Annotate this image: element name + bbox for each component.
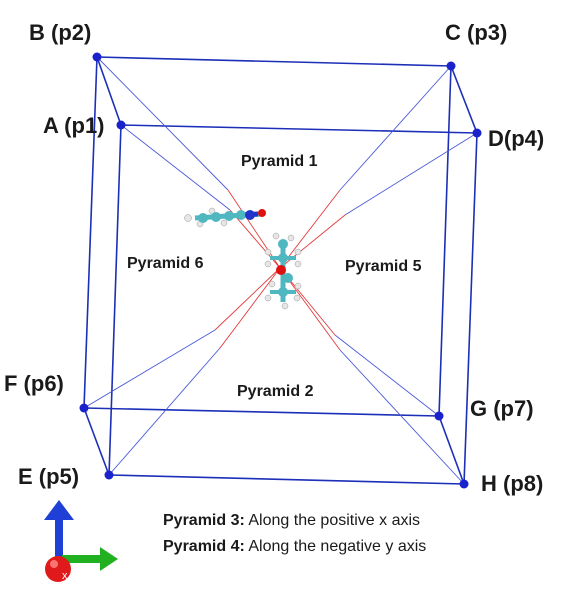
edge-b-f [83,56,98,409]
pyramid-1-label: Pyramid 1 [241,153,318,170]
atom-h [281,302,289,310]
vertex-label-f: F (p6) [4,371,64,396]
vertex-label-a: A (p1) [43,113,105,138]
molecule-chain [184,207,266,228]
pyramid-3-note-text: Along the positive x axis [244,512,421,529]
vertex-label-c: C (p3) [445,20,507,45]
diag-e-center [108,347,221,476]
diag-red-d [279,214,346,269]
atom-c [224,211,234,221]
vertex-g-dot [434,411,444,421]
edge-a-d [120,124,478,134]
atom-c [278,239,288,249]
vertex-dots [79,52,482,489]
atom-o [276,265,286,275]
pyramid-5-label: Pyramid 5 [345,258,422,275]
edge-f-g [83,407,440,417]
atom-c [278,253,288,263]
pyramid-4-note-title: Pyramid 4: [163,538,245,555]
atom-h [287,234,295,242]
diag-red-b [227,189,281,269]
edge-a-e [108,124,122,476]
atom-h [294,282,302,290]
atom-h [268,280,276,288]
atom-c [236,210,246,220]
atom-c [211,212,221,222]
vertex-label-e: E (p5) [18,464,79,489]
axes-triad: x [44,500,118,582]
pyramid-6-label: Pyramid 6 [127,255,204,272]
vertex-b-dot [92,52,102,62]
pyramid-4-note-text: Along the negative y axis [244,538,427,555]
vertex-h-dot [459,479,469,489]
vertex-d-dot [472,128,482,138]
edge-b-c [96,56,452,67]
edge-d-h [463,132,478,485]
pyramid-4-note: Pyramid 4: Along the negative y axis [163,538,426,556]
diag-red-f [214,267,281,331]
y-axis-arrow-icon [100,547,118,571]
atom-h [264,294,272,302]
edge-b-a [96,56,122,126]
molecule-center [264,232,302,310]
atom-h [184,214,192,222]
edge-e-h [108,474,465,485]
vertex-label-h: H (p8) [481,471,543,496]
z-axis-arrow-icon [44,500,74,520]
edge-f-e [83,407,110,476]
atom-c [283,273,293,283]
atom-h [272,232,280,240]
atom-n [245,210,255,220]
edge-c-d [450,65,478,134]
diag-red-e [219,267,281,349]
diag-a-center [120,124,231,211]
diag-g-center [334,334,440,417]
diag-red-c [279,189,341,269]
diag-h-center [339,349,465,485]
edge-c-g [438,65,452,417]
x-axis-label: x [62,570,68,582]
atom-h [294,248,302,256]
atom-c [278,287,288,297]
vertex-label-g: G (p7) [470,396,534,421]
diag-b-center [96,56,229,191]
vertex-c-dot [446,61,456,71]
pyramid-2-label: Pyramid 2 [237,383,314,400]
atom-h [293,294,301,302]
atom-h [264,260,272,268]
vertex-e-dot [104,470,114,480]
atom-o [258,209,266,217]
pyramid-3-note: Pyramid 3: Along the positive x axis [163,512,420,530]
vertex-label-b: B (p2) [29,20,91,45]
atom-h [220,219,228,227]
vertex-a-dot [116,120,126,130]
atom-h [264,248,272,256]
vertex-label-d: D(p4) [488,126,544,151]
atom-c [198,213,208,223]
edge-g-h [438,415,465,485]
atom-h [294,260,302,268]
box-edges [83,56,478,485]
diag-d-center [344,132,478,216]
pyramid-3-note-title: Pyramid 3: [163,512,245,529]
vertex-f-dot [79,403,89,413]
diag-c-center [339,65,452,191]
diag-f-center [83,329,216,409]
